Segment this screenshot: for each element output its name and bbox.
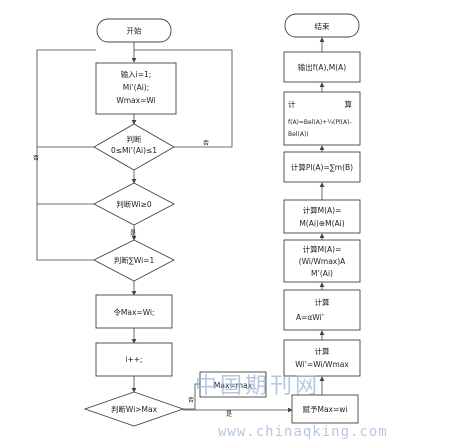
- calc-m-line-1: 计算M(A)=: [303, 205, 342, 215]
- decision-wi-gt-max: 判断Wi>Max: [83, 391, 185, 427]
- calc-pl-box: 计算Pl(A)=∑m(B): [283, 151, 361, 183]
- decision-mi-range-line-1: 判断: [127, 134, 142, 144]
- decision-wi-nonneg: 判断Wi≥0: [93, 182, 175, 226]
- calc-m2-box: 计算M(A)= (Wi/Wmax)A M’(Ai): [283, 239, 361, 283]
- assign-max-label: 赋予Max=wi: [302, 405, 347, 414]
- end-label: 结束: [315, 21, 330, 31]
- calc-f-line-3: Bel(A)): [288, 131, 309, 138]
- calc-f-line-1b: 算: [345, 99, 353, 109]
- start-terminal: 开始: [96, 18, 172, 43]
- label-no-left: 否: [33, 155, 39, 162]
- assign-max-box: 赋予Max=wi: [291, 394, 359, 424]
- start-label: 开始: [127, 26, 142, 36]
- init-box: 输入i=1; Mi’(Ai); Wmax=Wi: [95, 62, 177, 115]
- calc-w-box: 计算 Wi’=Wi/Wmax: [283, 339, 361, 377]
- calc-alpha-box: 计算 A=αWi’: [283, 289, 361, 331]
- max-max-box: Max=max: [199, 371, 267, 398]
- calc-w-line-1: 计算: [315, 346, 330, 356]
- calc-m2-line-1: 计算M(A)=: [303, 244, 342, 254]
- end-terminal: 结束: [284, 13, 360, 38]
- decision-wi-nonneg-label: 判断Wi≥0: [116, 199, 152, 209]
- init-line-1: 输入i=1;: [121, 69, 152, 79]
- watermark-url: www.chinaqking.com: [218, 424, 388, 440]
- decision-wi-gt-max-label: 判断Wi>Max: [111, 404, 158, 414]
- output-box: 输出f(A),M(A): [283, 51, 361, 83]
- init-line-2: Mi’(Ai);: [123, 83, 150, 92]
- decision-sum-wi-label: 判断∑Wi=1: [114, 255, 155, 265]
- calc-pl-label: 计算Pl(A)=∑m(B): [291, 162, 353, 172]
- calc-alpha-line-2: A=αWi’: [296, 313, 324, 322]
- calc-f-line-2: f(A)=Bel(A)+¼(Pl(A)-: [288, 119, 352, 126]
- label-yes-bottom: 是: [226, 411, 232, 418]
- calc-m2-line-2: (Wi/Wmax)A: [299, 257, 346, 266]
- label-no-right: 否: [203, 140, 209, 147]
- watermark-cn: 中国期刊网: [195, 374, 320, 399]
- increment-label: i++;: [125, 355, 142, 364]
- calc-alpha-line-1: 计算: [315, 297, 330, 307]
- set-max-label: 令Max=Wi;: [113, 307, 154, 317]
- calc-w-line-2: Wi’=Wi/Wmax: [295, 360, 349, 369]
- set-max-box: 令Max=Wi;: [95, 294, 173, 329]
- calc-m2-line-3: M’(Ai): [311, 269, 333, 278]
- label-yes-1: 是: [130, 230, 136, 237]
- init-line-3: Wmax=Wi: [116, 96, 155, 105]
- calc-m-line-2: M(Ai)⊕M(Ai): [299, 219, 344, 228]
- max-max-label: Max=max: [214, 381, 253, 390]
- calc-f-box: 计 算 f(A)=Bel(A)+¼(Pl(A)- Bel(A)): [283, 91, 361, 146]
- calc-m-box: 计算M(A)= M(Ai)⊕M(Ai): [283, 199, 361, 234]
- output-label: 输出f(A),M(A): [298, 62, 347, 72]
- label-no-bottom: 否: [188, 397, 194, 404]
- increment-box: i++;: [95, 342, 173, 377]
- decision-mi-range-line-2: 0≤Mi’(Ai)≤1: [111, 146, 157, 155]
- decision-mi-range: 判断 0≤Mi’(Ai)≤1: [93, 123, 175, 171]
- calc-f-line-1a: 计: [288, 99, 296, 109]
- decision-sum-wi: 判断∑Wi=1: [93, 239, 175, 282]
